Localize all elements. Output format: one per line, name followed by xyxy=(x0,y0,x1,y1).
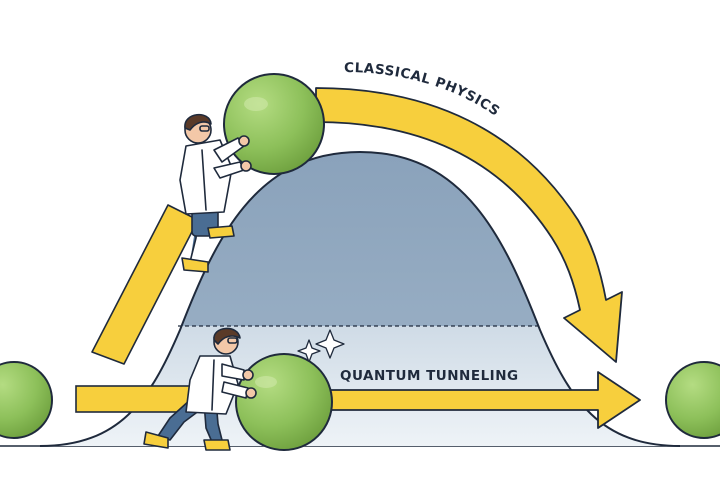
scientist-tunneling-icon xyxy=(143,327,257,451)
sparkle-icon xyxy=(297,329,345,363)
ball-left-icon xyxy=(0,361,53,439)
scientist-climbing-icon xyxy=(179,113,252,273)
quantum-tunneling-label: QUANTUM TUNNELING xyxy=(340,368,519,384)
classical-arrow-arc xyxy=(315,87,623,363)
ball-tunnel-icon xyxy=(235,353,333,451)
ball-top-icon xyxy=(223,73,325,175)
ball-right-icon xyxy=(665,361,720,439)
